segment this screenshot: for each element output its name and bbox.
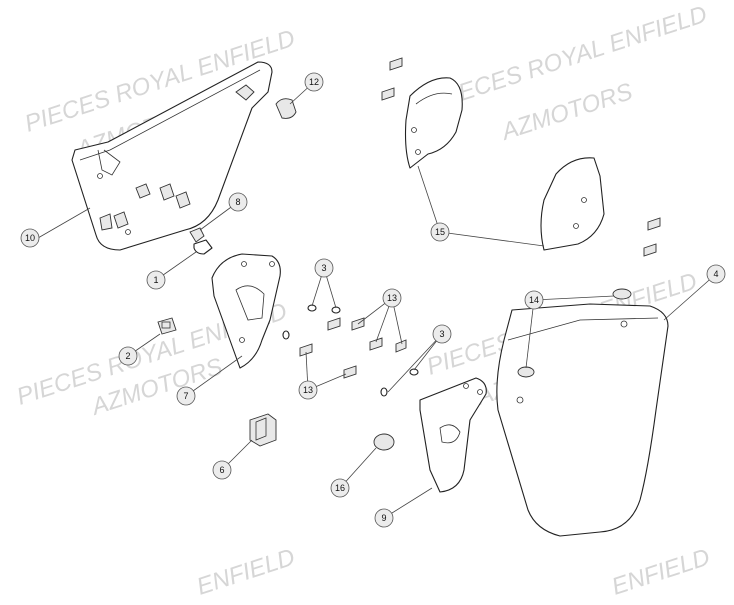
callout-3-upper: 3	[314, 258, 334, 278]
watermark-text: ENFIELD	[609, 544, 714, 600]
part-10-side-cover	[71, 61, 273, 251]
callout-12-text: 12	[309, 77, 319, 87]
callout-15-text: 15	[435, 227, 445, 237]
callout-12: 12	[304, 72, 324, 92]
callout-3-lower: 3	[432, 324, 452, 344]
callout-3-text: 3	[439, 329, 444, 339]
part-14-grommets	[517, 288, 632, 378]
part-3-washers	[282, 304, 419, 397]
part-4-side-cover	[496, 303, 669, 537]
callout-6-text: 6	[219, 465, 224, 475]
part-7-mounting-plate	[211, 253, 281, 369]
callout-13-lower: 13	[298, 380, 318, 400]
callout-16: 16	[330, 478, 350, 498]
part-1-bracket	[193, 239, 213, 255]
part-15-bracket	[404, 77, 605, 251]
callout-13-upper: 13	[382, 288, 402, 308]
callout-9: 9	[374, 508, 394, 528]
callout-16-text: 16	[335, 483, 345, 493]
watermark-text: ENFIELD	[194, 544, 299, 600]
callout-14-text: 14	[529, 295, 539, 305]
part-16-cap	[373, 433, 395, 451]
part-2-clip-nut	[157, 317, 177, 335]
part-9-mounting-plate	[419, 377, 487, 493]
callout-10-text: 10	[25, 233, 35, 243]
callout-8-text: 8	[235, 197, 240, 207]
part-8-clip	[189, 227, 205, 243]
callout-1-text: 1	[153, 275, 158, 285]
callout-6: 6	[212, 460, 232, 480]
callout-2-text: 2	[125, 351, 130, 361]
part-13-screws	[299, 317, 407, 379]
callout-1: 1	[146, 270, 166, 290]
callout-7-text: 7	[183, 391, 188, 401]
part-15-screws	[381, 57, 661, 257]
callout-14: 14	[524, 290, 544, 310]
part-6-rubber-block	[249, 413, 277, 447]
callout-13-text: 13	[303, 385, 313, 395]
callout-10: 10	[20, 228, 40, 248]
callout-8: 8	[228, 192, 248, 212]
callout-4: 4	[706, 264, 726, 284]
callout-9-text: 9	[381, 513, 386, 523]
callout-15: 15	[430, 222, 450, 242]
callout-7: 7	[176, 386, 196, 406]
callout-13-text: 13	[387, 293, 397, 303]
callout-4-text: 4	[713, 269, 718, 279]
callout-labels: 10 12 8 1 2 7 6 3	[20, 72, 726, 528]
callout-2: 2	[118, 346, 138, 366]
callout-3-text: 3	[321, 263, 326, 273]
